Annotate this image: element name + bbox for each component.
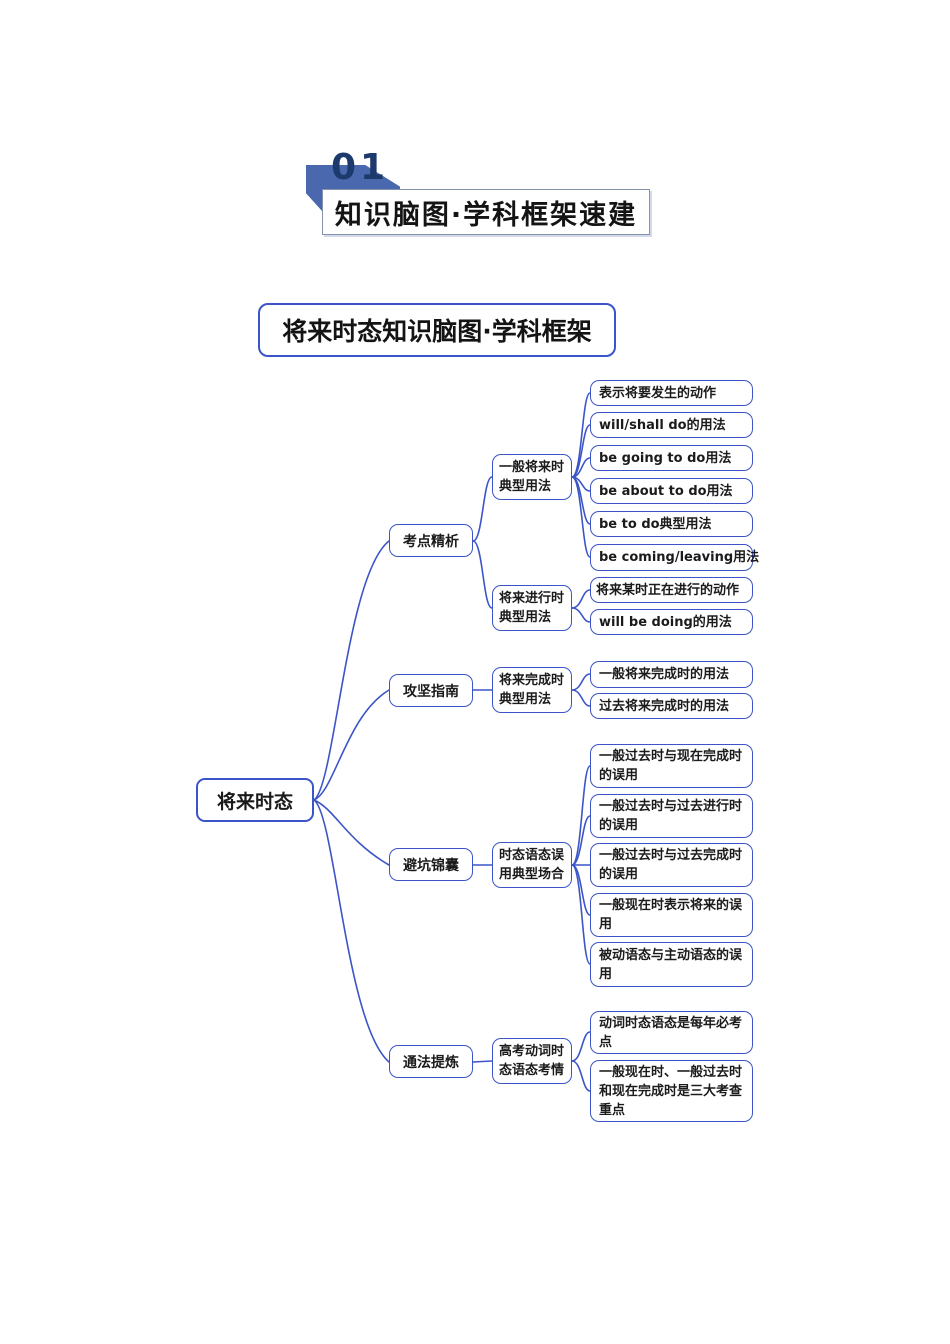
map-title: 将来时态知识脑图·学科框架	[282, 317, 592, 346]
leaf-node: will be doing的用法	[590, 609, 753, 635]
branch-node-tongfa: 通法提炼	[389, 1045, 473, 1078]
subtopic-node: 高考动词时态语态考情	[492, 1038, 572, 1084]
leaf-node: 一般现在时表示将来的误用	[590, 893, 753, 937]
leaf-node: be going to do用法	[590, 445, 753, 471]
leaf-node: 一般将来完成时的用法	[590, 661, 753, 688]
leaf-node: 表示将要发生的动作	[590, 380, 753, 406]
leaf-node: 一般现在时、一般过去时和现在完成时是三大考查重点	[590, 1060, 753, 1122]
leaf-node: 一般过去时与过去完成时的误用	[590, 843, 753, 887]
section-title: 知识脑图·学科框架速建	[334, 199, 638, 231]
leaf-node: be about to do用法	[590, 478, 753, 504]
branch-node-kaodian: 考点精析	[389, 524, 473, 557]
subtopic-node: 时态语态误用典型场合	[492, 842, 572, 888]
subtopic-node: 将来进行时典型用法	[492, 585, 572, 631]
subtopic-node: 将来完成时典型用法	[492, 667, 572, 713]
subtopic-node: 一般将来时典型用法	[492, 454, 572, 500]
branch-node-gongjian: 攻坚指南	[389, 674, 473, 707]
leaf-node: 被动语态与主动语态的误用	[590, 942, 753, 987]
branch-node-bikeng: 避坑锦囊	[389, 848, 473, 881]
leaf-node: be to do典型用法	[590, 511, 753, 537]
leaf-node: 一般过去时与过去进行时的误用	[590, 794, 753, 838]
leaf-node: will/shall do的用法	[590, 412, 753, 438]
leaf-node: be coming/leaving用法	[590, 544, 759, 571]
section-header: 知识脑图·学科框架速建	[322, 189, 650, 235]
leaf-node: 将来某时正在进行的动作	[590, 577, 753, 603]
root-node: 将来时态	[196, 778, 314, 822]
map-title-box: 将来时态知识脑图·学科框架	[258, 303, 616, 357]
leaf-node: 一般过去时与现在完成时的误用	[590, 744, 753, 788]
section-number: 01	[330, 147, 390, 188]
leaf-node: 过去将来完成时的用法	[590, 693, 753, 719]
leaf-node: 动词时态语态是每年必考点	[590, 1011, 753, 1054]
